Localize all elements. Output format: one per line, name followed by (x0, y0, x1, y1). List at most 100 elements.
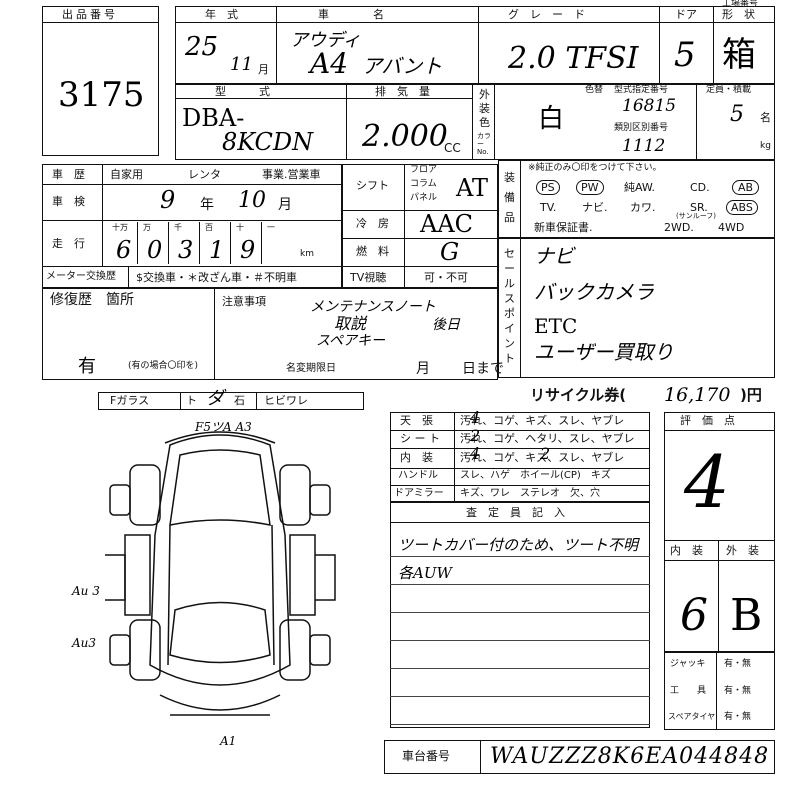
repair-box (42, 288, 498, 380)
interior-mark-2: 2 (470, 426, 481, 445)
diagram-mark-front: F5ツA A3 (194, 420, 252, 434)
mileage-divider (168, 222, 169, 264)
fuel-value: G (440, 238, 460, 266)
equip-cd: CD. (690, 181, 710, 194)
deadline-label: 名変期限日 (286, 363, 336, 374)
category-value: 1112 (622, 136, 666, 156)
type-value-2: 8KCDN (222, 128, 314, 156)
interior-row-4-value: スレ、ハゲ ホイール(CP) キズ (460, 470, 611, 481)
interior-row-1-value: 汚れ、コゲ、キズ、スレ、ヤブレ (460, 414, 625, 427)
tool-tools-value: 有・無 (724, 686, 752, 696)
mileage-digit: 6 (116, 236, 132, 264)
tool-spare-label: スペアタイヤ (668, 712, 716, 721)
interior-mark-1: 4 (470, 408, 481, 427)
shape-value: 箱 (722, 35, 756, 75)
equip-pw: PW (576, 180, 604, 195)
glass-label: Fガラス (110, 394, 150, 407)
history-own: 自家用 (110, 168, 143, 181)
car-diagram: F5ツA A3 Au 3 Au3 A1 (71, 420, 336, 748)
load-unit: kg (760, 141, 771, 151)
interior-table (390, 412, 650, 502)
capacity-label: 定員・積載 (706, 85, 752, 95)
year-value: 25 (185, 32, 219, 62)
inspector-ruled-line (390, 584, 650, 585)
equip-navi: ナビ. (582, 201, 608, 214)
lot-box (42, 6, 159, 156)
inspection-year: 9 (160, 186, 176, 214)
mileage-digit: 9 (240, 236, 256, 264)
inspector-ruled-line (390, 668, 650, 669)
chassis-label: 車台番号 (402, 749, 451, 763)
inspection-month: 10 (238, 188, 266, 213)
diagram-mark-left-1: Au 3 (71, 584, 100, 598)
chassis-box (384, 740, 775, 774)
mileage-unit-label: 十 (236, 223, 244, 232)
repair-value: 有 (78, 356, 96, 377)
history-box (42, 164, 342, 288)
mileage-divider (230, 222, 231, 264)
capacity-unit: 名 (760, 111, 771, 124)
shift-option-column: コラム (410, 179, 437, 189)
history-business: 事業.営業車 (262, 168, 321, 181)
ac-label: 冷 房 (356, 217, 389, 230)
inspection-month-unit: 月 (278, 197, 292, 213)
history-rental: レンタ (188, 168, 221, 181)
shift-value: AT (456, 174, 489, 202)
tool-jack-value: 有・無 (724, 659, 752, 669)
color-change-label: 色替 (585, 85, 604, 95)
shift-option-panel: パネル (410, 193, 438, 203)
mileage-digit: 3 (178, 236, 194, 264)
inspector-box (390, 502, 650, 728)
mileage-unit-label: 百 (205, 223, 213, 232)
tool-jack-label: ジャッキ (670, 659, 706, 669)
car-name-3: アバント (362, 54, 443, 78)
ext-color-label: 外装色 (479, 88, 490, 129)
fuel-label: 燃 料 (356, 245, 389, 258)
glass-marked: ダ (206, 388, 224, 409)
interior-mark-4: 2 (540, 444, 551, 463)
equip-sr-sub: (サンルーフ) (676, 212, 717, 220)
equipment-box (498, 160, 775, 238)
equip-leather: カワ. (630, 201, 656, 214)
glass-box (98, 392, 364, 410)
equip-ps: PS (536, 180, 560, 195)
inspector-ruled-line (390, 696, 650, 697)
inspector-ruled-line (390, 556, 650, 557)
interior-row-1-label: 天 張 (400, 414, 433, 427)
inspector-ruled-line (390, 724, 650, 725)
equip-4wd: 4WD (718, 221, 745, 234)
recycle-label: リサイクル券( (530, 386, 627, 404)
type-value-1: DBA- (182, 104, 245, 132)
diagram-mark-rear: A1 (219, 734, 236, 748)
notes-label: 注意事項 (222, 295, 266, 308)
grade-value: 2.0 TFSI (508, 41, 639, 76)
notes-hand-2: 取説 (334, 314, 367, 333)
deadline-day: 日まで (462, 361, 504, 377)
inspector-line-2: 各AUW (398, 564, 452, 582)
equip-ab: AB (732, 180, 760, 195)
displacement-value: 2.000 (362, 119, 448, 154)
inspector-ruled-line (390, 640, 650, 641)
color-no-label: カラーNo. (477, 132, 491, 156)
tools-box (664, 652, 775, 730)
interior-row-5-label: ドアミラー (394, 488, 444, 499)
mileage-digit: 0 (147, 236, 163, 264)
tv-value: 可・不可 (424, 271, 468, 284)
recycle-unit: )円 (740, 386, 762, 404)
grade-label: グ レ ー ド (508, 8, 585, 21)
equip-2wd: 2WD. (664, 221, 694, 234)
mileage-divider (137, 222, 138, 264)
interior-grade-label: 内 装 (670, 544, 703, 557)
mileage-divider (261, 222, 262, 264)
diagram-mark-left-2: Au3 (71, 636, 96, 650)
doors-value: 5 (674, 35, 696, 75)
repair-note: (有の場合〇印を) (128, 361, 199, 371)
mileage-unit: km (300, 249, 314, 259)
car-name-2: A4 (310, 47, 349, 80)
interior-mark-3: 4 (470, 444, 481, 463)
model-box (175, 84, 775, 160)
category-label: 類別区別番号 (614, 123, 669, 133)
equip-aw: 純AW. (624, 181, 656, 194)
header-box (175, 6, 775, 84)
mileage-unit-label: 一 (267, 223, 275, 232)
